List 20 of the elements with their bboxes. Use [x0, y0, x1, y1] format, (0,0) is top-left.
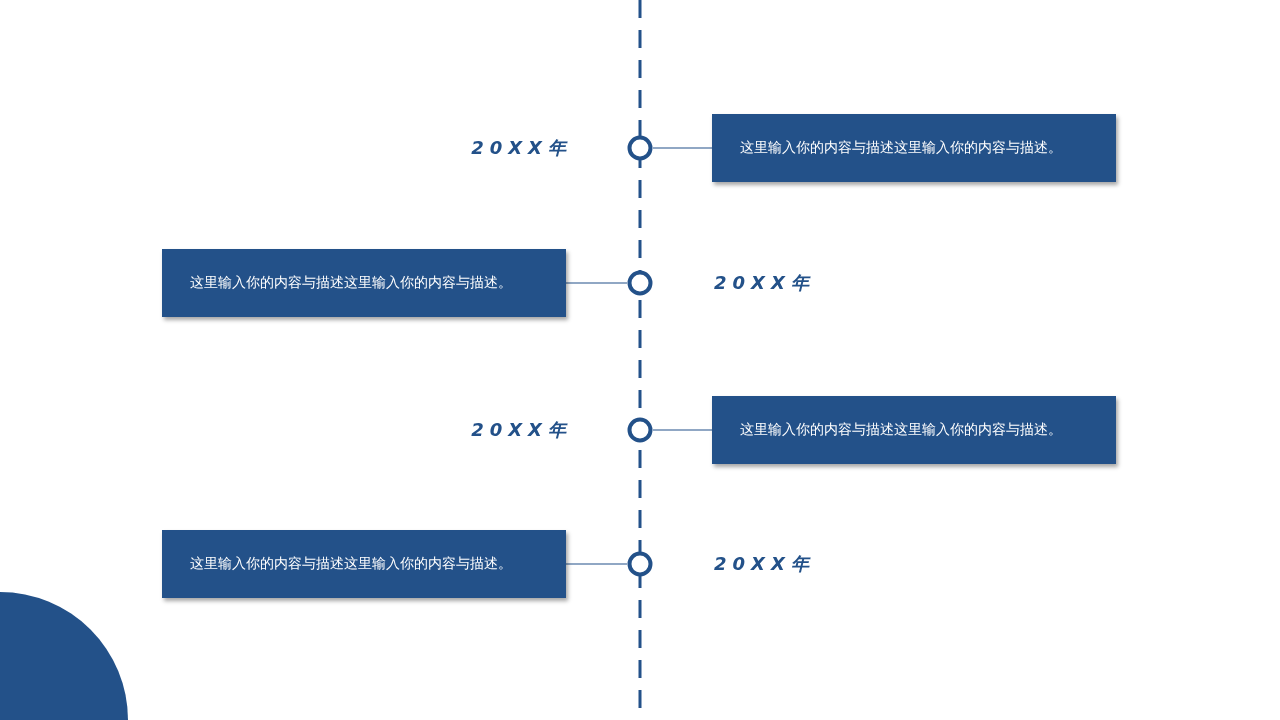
description-text: 这里输入你的内容与描述这里输入你的内容与描述。 — [190, 274, 512, 292]
text-box — [162, 530, 566, 598]
timeline-marker — [627, 135, 653, 161]
year-label: 20XX年 — [714, 552, 815, 576]
timeline-marker — [627, 270, 653, 296]
connector-line — [565, 282, 628, 284]
timeline-marker — [627, 417, 653, 443]
connector-line — [652, 429, 713, 431]
description-text: 这里输入你的内容与描述这里输入你的内容与描述。 — [740, 139, 1062, 157]
connector-line — [652, 147, 713, 149]
description-text: 这里输入你的内容与描述这里输入你的内容与描述。 — [740, 421, 1062, 439]
timeline-marker — [627, 551, 653, 577]
text-box — [712, 114, 1116, 182]
text-box — [712, 396, 1116, 464]
text-box — [162, 249, 566, 317]
year-label: 20XX年 — [714, 271, 815, 295]
year-label: 20XX年 — [471, 136, 572, 160]
description-text: 这里输入你的内容与描述这里输入你的内容与描述。 — [190, 555, 512, 573]
connector-line — [565, 563, 628, 565]
year-label: 20XX年 — [471, 418, 572, 442]
